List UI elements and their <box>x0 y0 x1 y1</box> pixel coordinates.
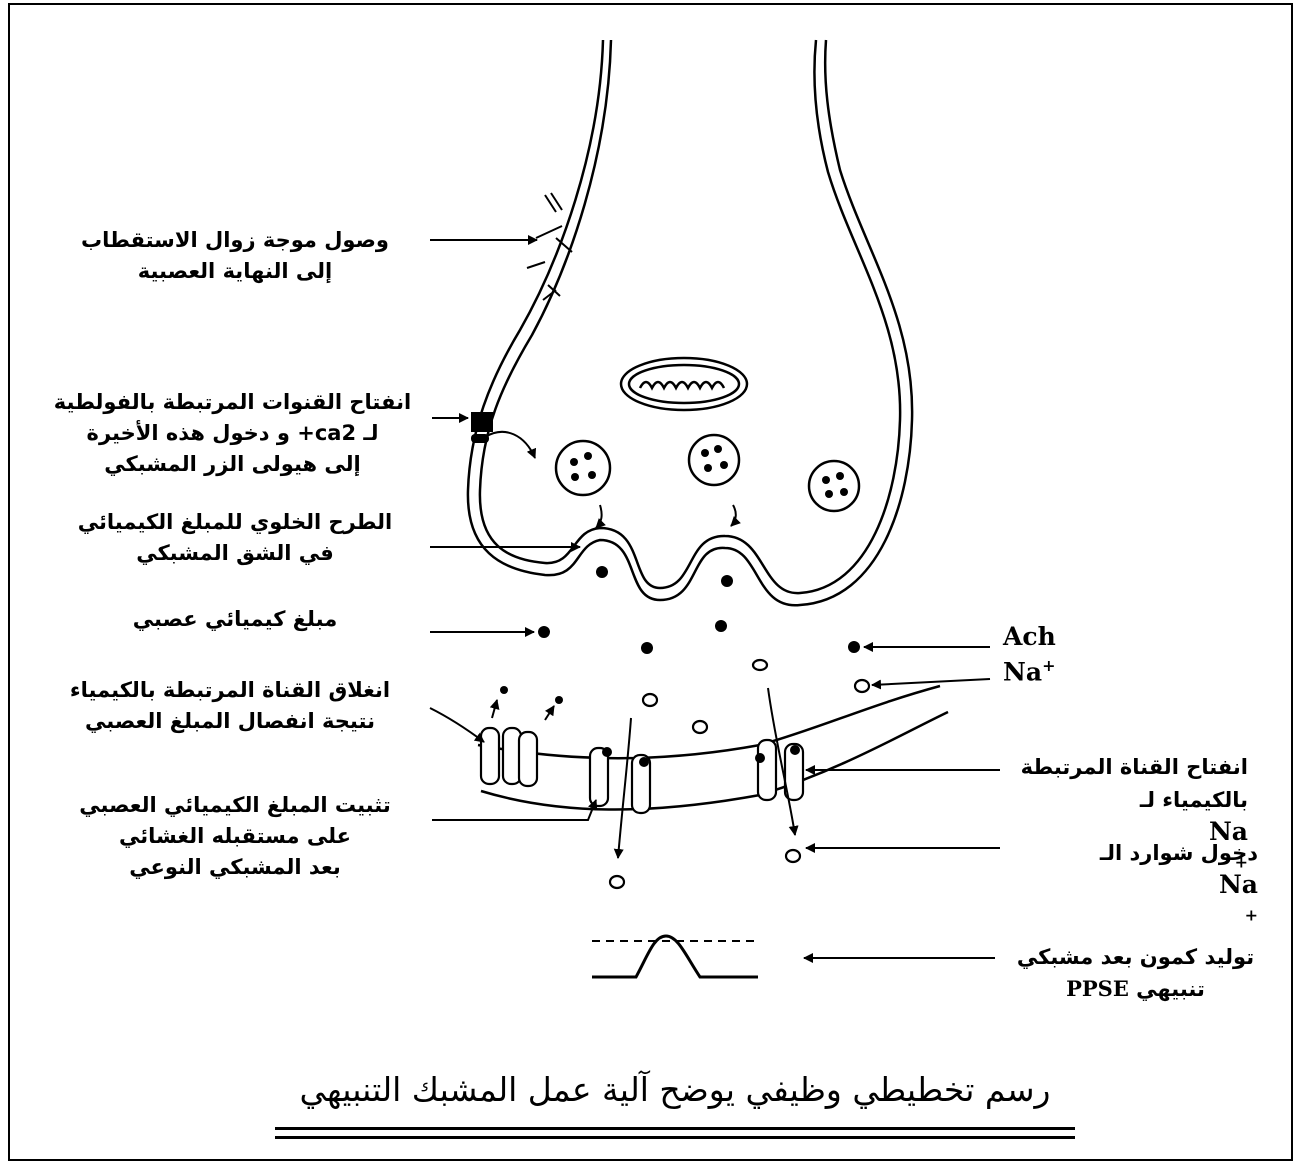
depolarization-wave-marks <box>527 193 572 300</box>
label-psp: توليد كمون بعد مشبكي تنبيهي PPSE <box>1003 942 1268 1005</box>
vesicle-arrow-1 <box>596 505 602 528</box>
pointer-closing-channel <box>430 708 484 742</box>
vesicle-arrow-2 <box>731 505 736 526</box>
epsp-trace <box>592 936 758 977</box>
mitochondrion <box>621 358 747 410</box>
acetylcholine-molecules <box>500 566 860 704</box>
pointer-binding <box>432 800 596 820</box>
caption-underline-1 <box>275 1127 1075 1130</box>
calcium-entry-arrow <box>485 432 535 458</box>
postsynaptic-membrane <box>478 686 948 810</box>
vesicle <box>556 435 859 511</box>
pointer-na <box>872 679 990 685</box>
figure-caption: رسم تخطيطي وظيفي يوضح آلية عمل المشبك ال… <box>270 1070 1080 1109</box>
label-ach: Ach <box>1003 622 1056 651</box>
receptor-channel <box>481 728 803 813</box>
voltage-gated-channel <box>471 412 493 432</box>
caption-underline-2 <box>275 1136 1075 1139</box>
label-na: Na+ <box>1003 656 1055 686</box>
label-neurotransmitter: مبلغ كيميائي عصبي <box>55 604 415 635</box>
presynaptic-membrane <box>468 40 912 605</box>
vesicle-contents <box>570 445 848 498</box>
